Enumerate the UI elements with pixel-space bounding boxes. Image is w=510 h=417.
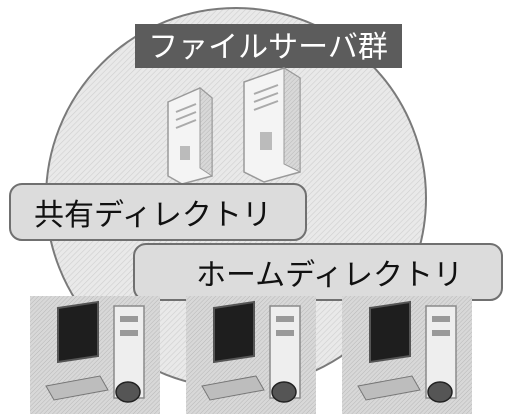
- workstation-icon: [30, 296, 160, 414]
- home-directory-box: ホームディレクトリ: [133, 243, 503, 301]
- title-text: ファイルサーバ群: [148, 30, 388, 65]
- title-box: ファイルサーバ群: [135, 24, 402, 68]
- workstation-icon: [342, 296, 472, 414]
- shared-directory-label: 共有ディレクトリ: [34, 198, 272, 233]
- server-icon: [167, 86, 213, 185]
- home-directory-label: ホームディレクトリ: [196, 258, 463, 293]
- workstation-icon: [186, 296, 316, 414]
- shared-directory-box: 共有ディレクトリ: [9, 183, 307, 241]
- server-icon: [243, 67, 301, 183]
